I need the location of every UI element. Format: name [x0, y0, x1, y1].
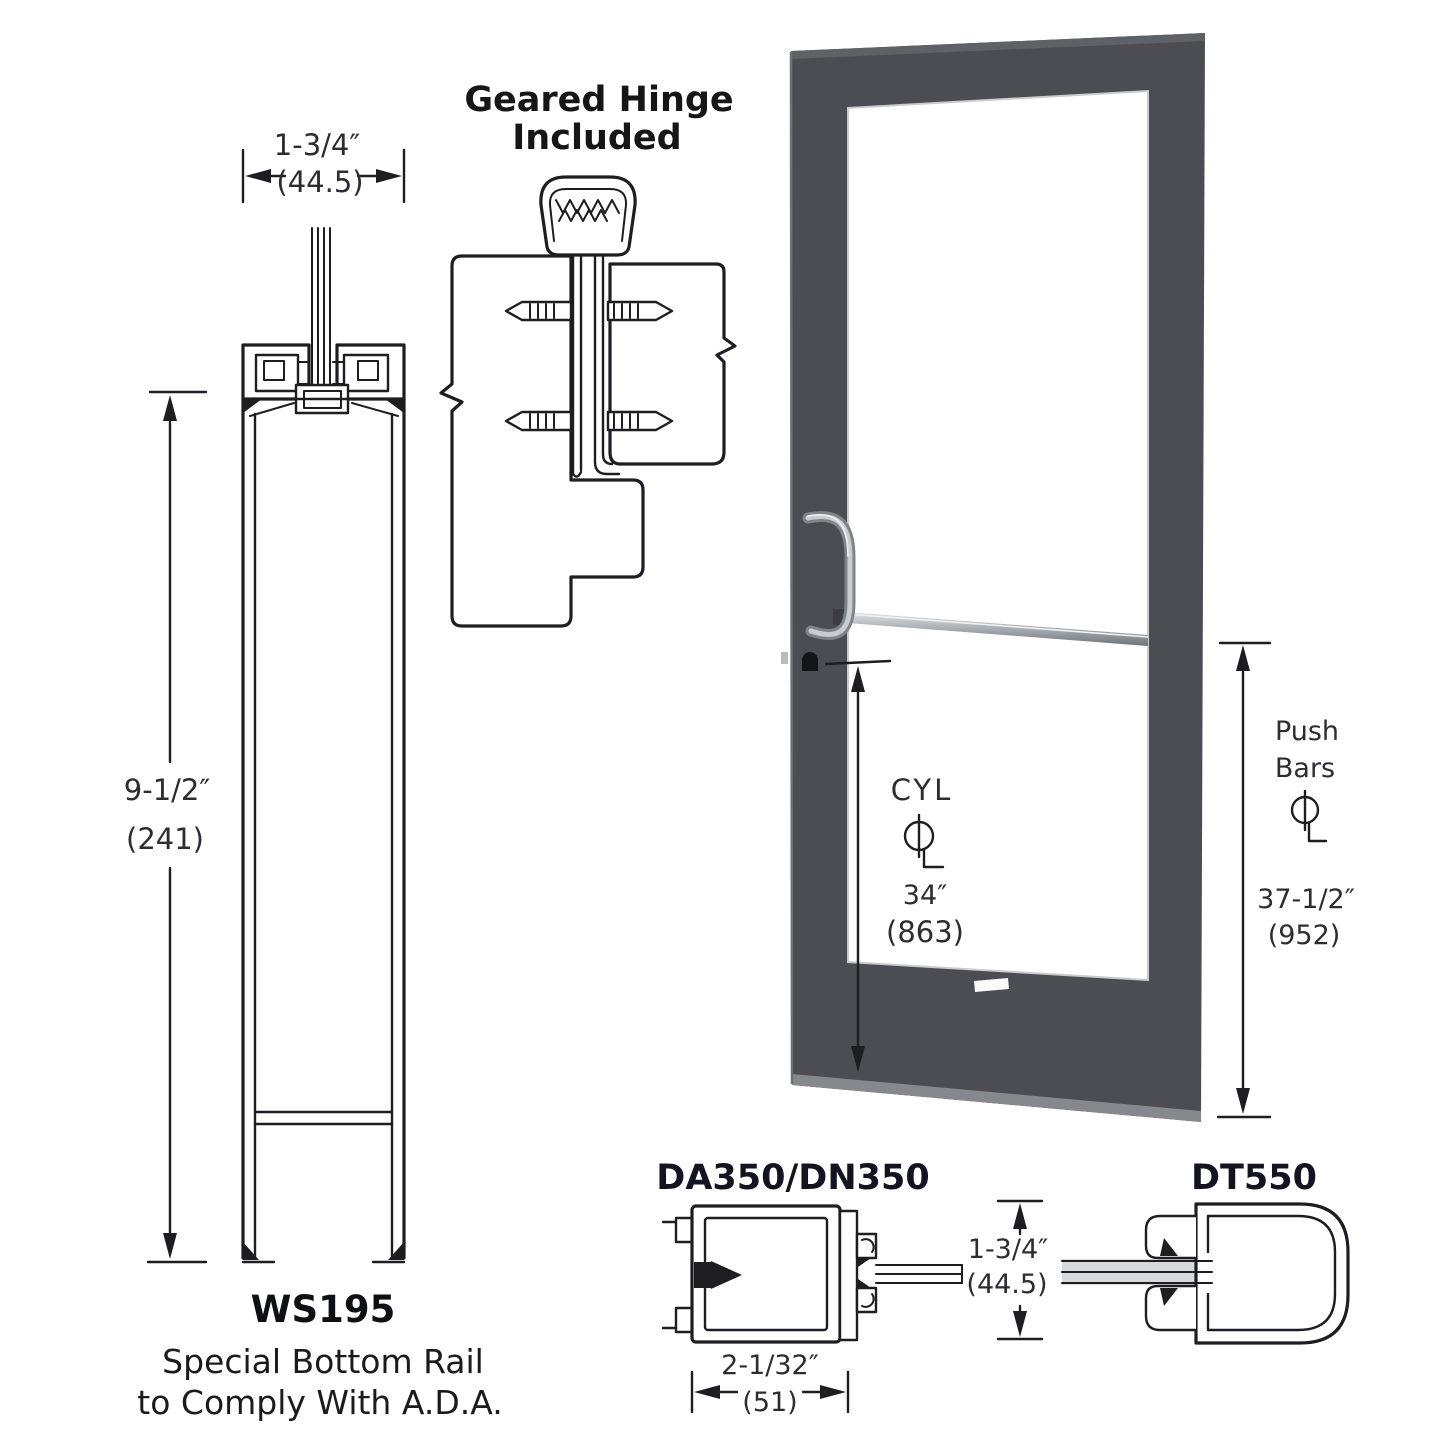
jamb-width-dimension: 2-1/32″ (51) [690, 1350, 850, 1418]
door-top-edge-face [791, 33, 1205, 59]
pull-handle [802, 511, 856, 640]
jamb-depth-mm: (44.5) [966, 1269, 1047, 1300]
centerline-icon [903, 813, 945, 869]
dim-arrow-up [163, 395, 177, 421]
pushbar-height-mm: (952) [1268, 920, 1341, 951]
jamb-depth-dimension: 1-3/4″ (44.5) [966, 1199, 1048, 1341]
door-glass [847, 89, 1149, 982]
jamb-label: DA350/DN350 [656, 1158, 929, 1198]
centerline-icon [1290, 789, 1328, 843]
dim-arrow-up [1013, 1203, 1027, 1229]
stile-glazing-gaskets [1144, 1214, 1196, 1332]
hinge-title-line2: Included [512, 118, 681, 158]
hinge-screws [504, 300, 674, 432]
stile-body-inner [1206, 1214, 1337, 1332]
bottom-rail-notch [974, 978, 1009, 992]
stile-detail-dt550: DT550 [1061, 1158, 1350, 1345]
rail-caption-line1: Special Bottom Rail [162, 1342, 484, 1381]
jamb-door-stop [838, 1209, 878, 1342]
cyl-height-inches: 34″ [903, 880, 947, 911]
geared-hinge-detail: Geared Hinge Included [439, 80, 737, 628]
door-elevation: CYL 34″ (863) Push Bars 37-1/2″ (952) [781, 33, 1355, 1122]
cyl-height-dimension [824, 659, 892, 1072]
stile-glass-lines [1061, 1260, 1213, 1284]
door-hinge-edge-highlight [789, 51, 794, 1085]
stile-label: DT550 [1191, 1158, 1317, 1198]
dim-arrow-up [851, 666, 865, 692]
pushbar-height-dimension [1216, 641, 1272, 1119]
hinge-gear-cap [539, 175, 637, 257]
rail-width-mm: (44.5) [276, 165, 363, 199]
dim-arrow-down [1236, 1088, 1250, 1114]
cylinder-lock [802, 652, 818, 671]
dim-arrow-right [376, 169, 402, 183]
rail-foot-right [388, 1242, 404, 1260]
dim-arrow-left [245, 169, 271, 183]
rail-height-dimension: 9-1/2″ (241) [124, 390, 211, 1264]
cyl-height-mm: (863) [886, 915, 964, 949]
dim-arrow-down [163, 1233, 177, 1259]
jamb-anchor [694, 1261, 742, 1289]
rail-height-mm: (241) [126, 822, 204, 856]
hinge-door-profile [608, 262, 737, 466]
rail-body [241, 397, 406, 1264]
glass-edge-lines [311, 227, 331, 397]
bottom-rail-cross-section: 1-3/4″ (44.5) [124, 128, 503, 1422]
dim-arrow-down [1013, 1311, 1027, 1337]
rail-foot-left [243, 1242, 259, 1260]
rail-width-inches: 1-3/4″ [274, 128, 361, 162]
jamb-width-inches: 2-1/32″ [721, 1350, 819, 1381]
pushbar-label-line2: Bars [1275, 753, 1335, 784]
hinge-title-line1: Geared Hinge [464, 80, 733, 120]
hinge-channels [571, 250, 621, 478]
pushbar-height-inches: 37-1/2″ [1257, 884, 1355, 915]
pushbar-label-line1: Push [1275, 716, 1339, 747]
rail-caption-line2: to Comply With A.D.A. [137, 1383, 502, 1422]
jamb-width-mm: (51) [742, 1387, 797, 1418]
rail-part-number: WS195 [251, 1288, 396, 1331]
stile-body-outer [1194, 1202, 1350, 1345]
dim-arrow-down [851, 1046, 865, 1072]
door-bottom-edge-face [792, 1074, 1201, 1122]
cylinder-edge-notch [781, 652, 788, 664]
jamb-clips [661, 1216, 694, 1334]
dim-arrow-left [694, 1385, 720, 1399]
cyl-label: CYL [891, 773, 954, 807]
dim-arrow-right [820, 1385, 846, 1399]
rail-width-dimension: 1-3/4″ (44.5) [241, 128, 406, 204]
rail-glazing-cap [241, 343, 406, 417]
jamb-glass-lines [875, 1264, 963, 1284]
dim-arrow-up [1236, 645, 1250, 671]
jamb-depth-inches: 1-3/4″ [968, 1234, 1048, 1265]
rail-height-inches: 9-1/2″ [124, 773, 211, 807]
jamb-detail-da350: DA350/DN350 [656, 1158, 1048, 1418]
hinge-frame-profile [439, 254, 645, 628]
